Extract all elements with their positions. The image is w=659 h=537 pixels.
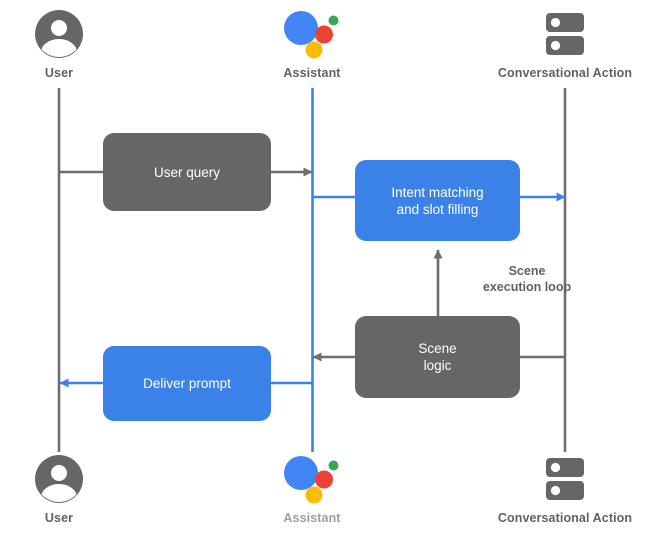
node-scene-logic-line2: logic (423, 358, 452, 373)
user-avatar-icon (0, 453, 139, 505)
server-icon (485, 453, 645, 505)
node-intent-matching-line1: Intent matching (391, 184, 484, 200)
annotation-scene-execution-loop-line1: Scene (508, 264, 546, 278)
user-avatar-icon (0, 8, 139, 60)
actor-user-bottom[interactable]: User (0, 453, 139, 525)
actor-label-conversational-action-top: Conversational Action (497, 66, 633, 80)
node-scene-logic-line1: Scene (418, 341, 457, 356)
server-icon (485, 8, 645, 60)
node-scene-logic[interactable]: Scene logic (355, 316, 520, 398)
node-intent-matching[interactable]: Intent matching and slot filling (355, 160, 520, 241)
node-intent-matching-label: Intent matching and slot filling (391, 184, 483, 218)
actor-conversational-action-top[interactable]: Conversational Action (485, 8, 645, 80)
google-assistant-icon (232, 8, 392, 60)
node-deliver-prompt-label: Deliver prompt (143, 376, 231, 391)
actor-label-assistant-top: Assistant (283, 66, 341, 80)
actor-user-top[interactable]: User (0, 8, 139, 80)
node-user-query[interactable]: User query (103, 133, 271, 211)
node-user-query-label: User query (153, 164, 221, 180)
annotation-scene-execution-loop-line2: execution loop (482, 280, 572, 294)
actor-assistant-top[interactable]: Assistant (232, 8, 392, 80)
actor-label-user-bottom: User (44, 511, 74, 525)
actor-label-assistant-bottom: Assistant (283, 511, 341, 525)
actor-label-user-top: User (44, 66, 74, 80)
google-assistant-icon (232, 453, 392, 505)
node-scene-logic-label: Scene logic (418, 340, 456, 374)
node-intent-matching-line2: and slot filling (396, 201, 479, 217)
actor-assistant-bottom[interactable]: Assistant (232, 453, 392, 525)
actor-label-conversational-action-bottom: Conversational Action (497, 511, 633, 525)
node-deliver-prompt[interactable]: Deliver prompt (103, 346, 271, 421)
actor-conversational-action-bottom[interactable]: Conversational Action (485, 453, 645, 525)
annotation-scene-execution-loop: Scene execution loop (452, 263, 602, 295)
